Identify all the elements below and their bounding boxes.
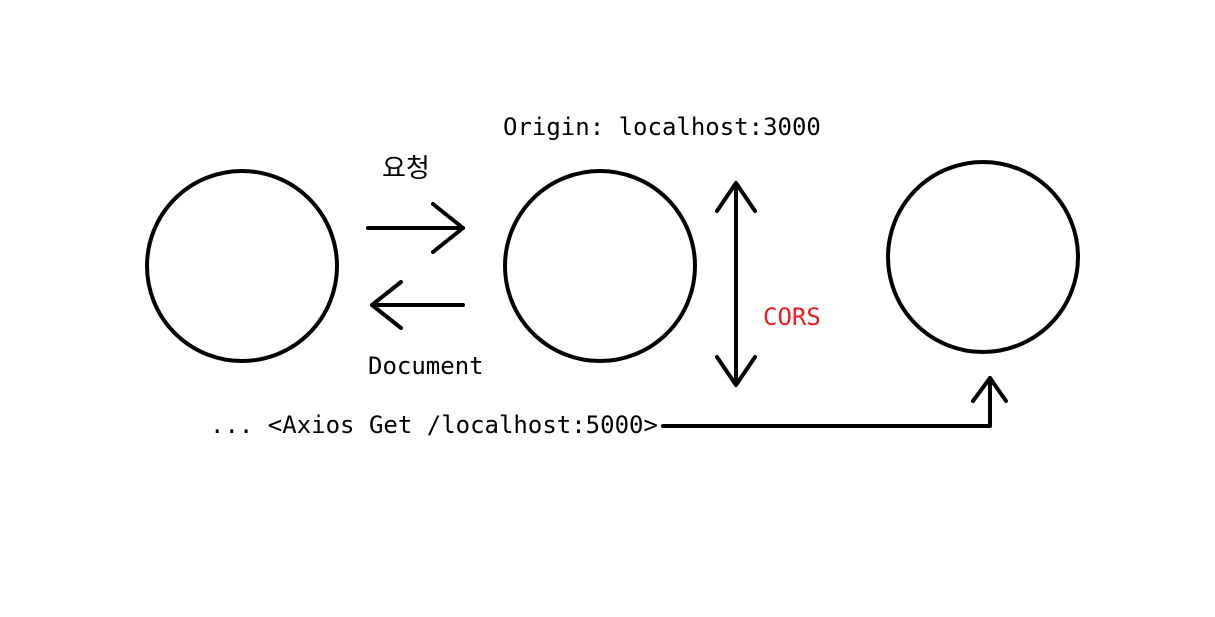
- frontend-server-node: [503, 169, 697, 363]
- request-label: 요청: [382, 154, 430, 184]
- document-arrow: [370, 280, 465, 330]
- axios-request-arrow: [661, 376, 1008, 428]
- client-node: [145, 169, 339, 363]
- cors-double-arrow: [715, 181, 757, 387]
- cors-label: CORS: [763, 303, 821, 331]
- request-arrow: [366, 202, 465, 254]
- origin-label: Origin: localhost:3000: [503, 113, 821, 141]
- backend-server-node: [886, 160, 1080, 354]
- axios-request-label: ... <Axios Get /localhost:5000>: [210, 411, 658, 439]
- document-label: Document: [368, 352, 484, 380]
